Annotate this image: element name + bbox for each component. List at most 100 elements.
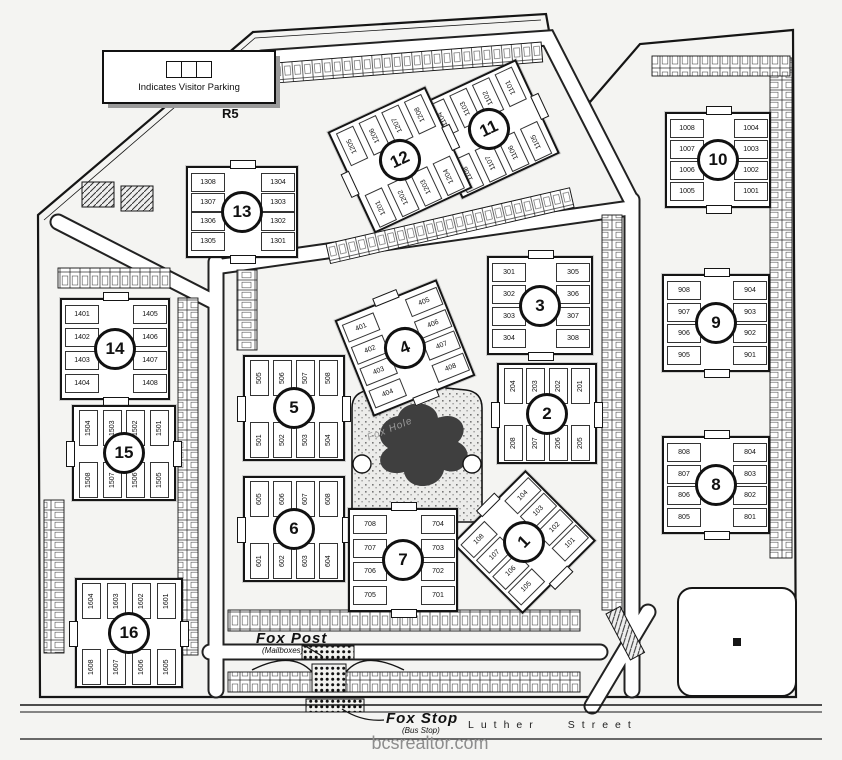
unit-label: 1601 (157, 583, 176, 619)
unit-label: 1407 (133, 351, 167, 370)
visitor-parking-legend: Indicates Visitor Parking (102, 50, 276, 104)
unit-label: 308 (556, 329, 590, 348)
unit-label: 1606 (132, 649, 151, 685)
unit-label: 1508 (79, 462, 98, 498)
fox-stop-sub-label: (Bus Stop) (402, 726, 440, 735)
roads (49, 29, 657, 715)
building-number-badge: 9 (695, 302, 737, 344)
unit-label: 1408 (133, 374, 167, 393)
unit-label: 704 (421, 515, 455, 534)
unit-label: 705 (353, 585, 387, 605)
unit-label: 501 (250, 422, 269, 458)
unit-label: 1002 (734, 161, 768, 180)
unit-label: 1605 (157, 649, 176, 685)
leader-lines (301, 643, 385, 721)
building-number-badge: 5 (273, 387, 315, 429)
building-number-badge: 6 (273, 508, 315, 550)
unit-label: 508 (319, 360, 338, 396)
unit-label: 906 (667, 324, 701, 344)
unit-label: 605 (250, 481, 269, 517)
unit-label: 608 (319, 481, 338, 517)
unit-label: 305 (556, 263, 590, 282)
unit-label: 1001 (734, 182, 768, 201)
unit-label: 1401 (65, 305, 99, 324)
unit-label: 201 (570, 368, 590, 404)
unit-label: 306 (556, 285, 590, 304)
unit-label: 901 (733, 345, 767, 365)
unit-label: 905 (667, 345, 701, 365)
unit-label: 604 (319, 543, 338, 579)
unit-label: 703 (421, 538, 455, 558)
boundary-outline (36, 12, 798, 699)
unit-label: 908 (667, 281, 701, 300)
unit-label: 205 (570, 425, 590, 461)
unit-label: 204 (504, 368, 523, 404)
unit-label: 904 (733, 281, 767, 300)
unit-label: 1501 (149, 410, 169, 446)
unit-label: 902 (733, 324, 767, 344)
vacant-pad (677, 587, 797, 697)
unit-label: 304 (492, 329, 526, 348)
unit-label: 1504 (79, 410, 98, 446)
unit-label: 1404 (65, 374, 99, 393)
unit-label: 1604 (82, 583, 101, 619)
unit-label: 1406 (133, 328, 167, 347)
unit-label: 806 (667, 486, 701, 506)
unit-label: 1004 (734, 119, 768, 138)
unit-label: 903 (733, 302, 767, 322)
unit-label: 1005 (670, 182, 704, 201)
unit-label: 1608 (82, 649, 101, 685)
unit-label: 1008 (670, 119, 704, 138)
building-number-badge: 13 (221, 191, 263, 233)
unit-group: 1608 1607 1606 1605 (82, 649, 176, 685)
unit-label: 504 (319, 422, 338, 458)
unit-label: 505 (250, 360, 269, 396)
unit-label: 1308 (191, 173, 225, 192)
unit-label: 1405 (133, 305, 167, 324)
unit-label: 803 (733, 464, 767, 484)
unit-label: 1305 (191, 231, 225, 251)
unit-label: 1306 (191, 212, 225, 232)
unit-label: 804 (733, 443, 767, 462)
watermark: bcsrealtor.com (371, 733, 489, 753)
unit-label: 805 (667, 507, 701, 527)
unit-label: 1302 (261, 212, 295, 232)
building-number-badge: 2 (526, 392, 568, 435)
unit-label: 708 (353, 515, 387, 534)
unit-label: 301 (492, 263, 526, 282)
unit-label: 1007 (670, 140, 704, 159)
mailbox-structure (251, 645, 405, 693)
street-name-word1: Luther (468, 719, 540, 731)
unit-label: 706 (353, 562, 387, 582)
unit-label: 1607 (107, 649, 126, 685)
unit-label: 208 (504, 425, 523, 461)
unit-label: 802 (733, 486, 767, 506)
zone-label-r5: R5 (222, 106, 239, 121)
unit-label: 1307 (191, 192, 225, 212)
unit-label: 1505 (149, 462, 169, 498)
building-number-badge: 7 (382, 539, 424, 581)
unit-label: 601 (250, 543, 269, 579)
street-name-word2: Street (567, 719, 638, 731)
building-number-badge: 14 (94, 328, 136, 370)
unit-label: 1301 (261, 231, 295, 251)
